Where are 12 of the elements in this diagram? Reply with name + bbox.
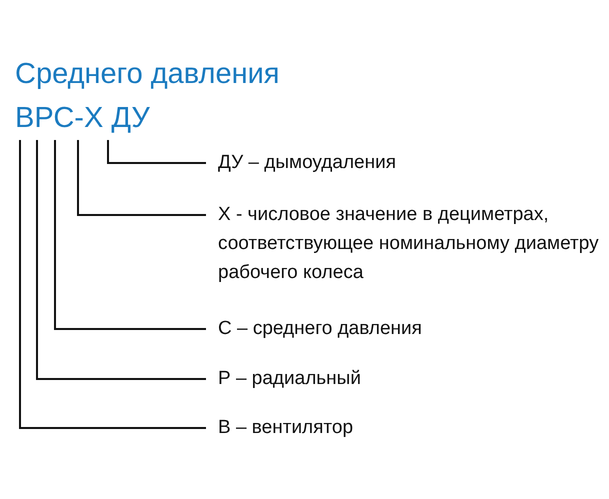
description-text: Х - числовое значение в дециметрах, соответствующее номинальному диаметру рабочего колеса bbox=[218, 200, 603, 287]
leader-line bbox=[107, 140, 206, 164]
model-code: ВРС-Х ДУ bbox=[15, 100, 150, 136]
leader-line bbox=[19, 140, 206, 429]
heading: Среднего давления bbox=[15, 57, 280, 92]
description-text: С – среднего давления bbox=[218, 314, 518, 343]
leader-line bbox=[36, 140, 206, 380]
description-text: Р – радиальный bbox=[218, 364, 518, 393]
description-text: ДУ – дымоудаления bbox=[218, 148, 518, 177]
leader-line bbox=[77, 140, 206, 216]
leader-line bbox=[54, 140, 206, 330]
description-text: В – вентилятор bbox=[218, 413, 518, 442]
